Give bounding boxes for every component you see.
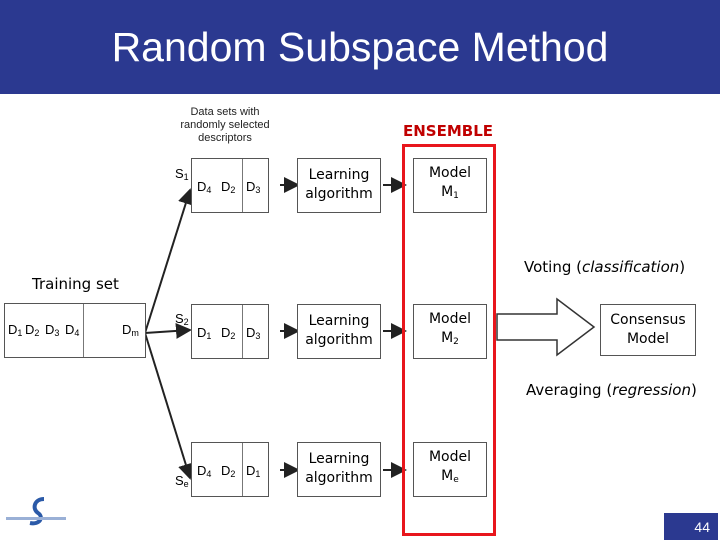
model-me: Model Me xyxy=(413,442,487,497)
averaging-close: ) xyxy=(690,381,697,399)
training-set-label: Training set xyxy=(32,275,119,293)
voting-close: ) xyxy=(679,258,686,276)
datasets-note-line-2: randomly selected xyxy=(180,119,270,131)
learning-algorithm-3: Learning algorithm xyxy=(297,442,381,497)
averaging-label: Averaging (regression) xyxy=(526,381,697,399)
subset-s1-box: D4 D2 D3 xyxy=(191,158,269,213)
model-m1: Model M1 xyxy=(413,158,487,213)
consensus-model-box: Consensus Model xyxy=(600,304,696,356)
training-col-d1: D1 xyxy=(8,322,23,338)
split-line-3 xyxy=(144,332,194,480)
subset-s1-d-c: D3 xyxy=(246,179,261,195)
subset-s2-label: S2 xyxy=(175,311,189,327)
learning-1-line-1: Learning xyxy=(308,167,370,183)
subset-se-box: D4 D2 D1 xyxy=(191,442,269,497)
subset-se-label: Se xyxy=(175,473,189,489)
training-col-d2: D2 xyxy=(25,322,40,338)
subset-s1-d-a: D4 xyxy=(197,179,212,195)
model-me-line-2: Me xyxy=(441,468,459,485)
learning-2-line-2: algorithm xyxy=(305,332,373,348)
learning-algorithm-2: Learning algorithm xyxy=(297,304,381,359)
ensemble-label: ENSEMBLE xyxy=(403,122,494,140)
datasets-note-line-3: descriptors xyxy=(198,132,252,144)
subset-s2-d-c: D3 xyxy=(246,325,261,341)
subset-se-d-a: D4 xyxy=(197,463,212,479)
averaging-text: Averaging ( xyxy=(526,381,613,399)
slide-title: Random Subspace Method xyxy=(111,24,609,70)
subset-s1-d-b: D2 xyxy=(221,179,236,195)
learning-1-line-2: algorithm xyxy=(305,186,373,202)
subset-se-d-c: D1 xyxy=(246,463,261,479)
model-m2-line-2: M2 xyxy=(441,330,459,347)
model-m2: Model M2 xyxy=(413,304,487,359)
subset-s2-d-b: D2 xyxy=(221,325,236,341)
training-col-d1-label: 1 xyxy=(17,328,23,338)
subset-se-d-b: D2 xyxy=(221,463,236,479)
learning-algorithm-1: Learning algorithm xyxy=(297,158,381,213)
model-m1-line-1: Model xyxy=(428,165,472,181)
split-line-2 xyxy=(144,322,192,339)
ensemble-frame xyxy=(402,144,496,536)
consensus-line-1: Consensus xyxy=(610,312,686,328)
voting-label: Voting (classification) xyxy=(524,258,685,276)
model-me-line-1: Model xyxy=(428,449,472,465)
block-arrow xyxy=(496,297,596,357)
model-m1-line-2: M1 xyxy=(441,184,459,201)
training-set-box: D1 D2 D3 D4 Dm xyxy=(4,303,146,358)
voting-text: Voting ( xyxy=(524,258,582,276)
learning-2-line-1: Learning xyxy=(308,313,370,329)
voting-emphasis: classification xyxy=(581,258,680,276)
learning-3-line-2: algorithm xyxy=(305,470,373,486)
learning-3-line-1: Learning xyxy=(308,451,370,467)
datasets-note-line-1: Data sets with xyxy=(190,106,260,118)
subset-s2-d-a: D1 xyxy=(197,325,212,341)
training-divider xyxy=(83,304,84,357)
split-line-1 xyxy=(144,188,194,334)
subset-s2-box: D1 D2 D3 xyxy=(191,304,269,359)
datasets-note: Data sets with randomly selected descrip… xyxy=(165,106,285,145)
training-col-d3: D3 xyxy=(45,322,60,338)
training-col-d4: D4 xyxy=(65,322,80,338)
training-col-dm: Dm xyxy=(122,322,139,338)
page-number: 44 xyxy=(664,513,718,540)
consensus-line-2: Model xyxy=(626,331,670,347)
averaging-emphasis: regression xyxy=(612,381,691,399)
institution-logo xyxy=(6,497,66,526)
model-m2-line-1: Model xyxy=(428,311,472,327)
subset-s1-label: S1 xyxy=(175,166,189,182)
title-bar xyxy=(0,0,720,94)
